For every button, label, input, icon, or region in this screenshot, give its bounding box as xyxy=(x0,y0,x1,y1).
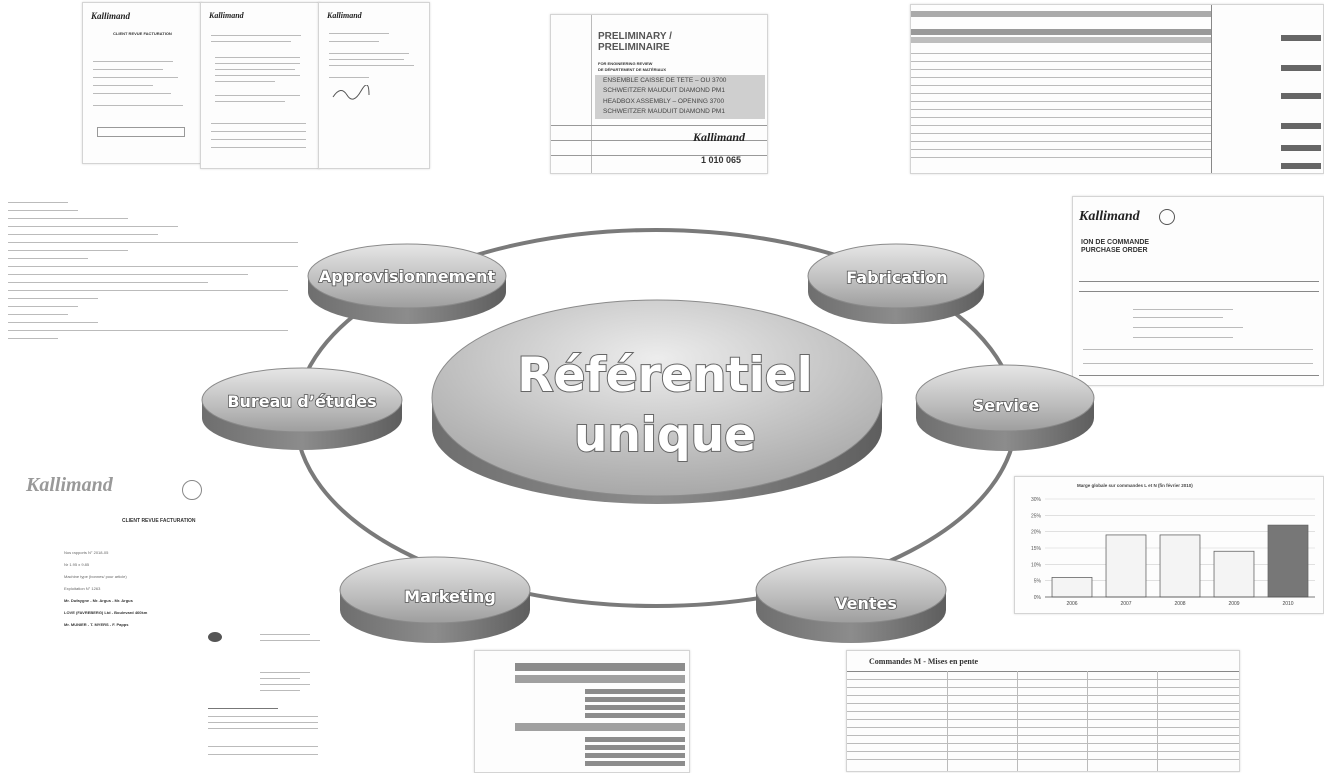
preliminary-subtitle: PRELIMINAIRE xyxy=(598,42,670,53)
brand-logo: Kallimand xyxy=(209,11,244,20)
chart-x-tick-label: 2007 xyxy=(1120,601,1131,607)
preliminary-drawing: PRELIMINARY / PRELIMINAIRE FOR ENGINEERI… xyxy=(550,14,768,174)
node-ventes[interactable]: Ventes xyxy=(755,556,947,643)
center-label-line2: unique xyxy=(574,408,756,463)
preliminary-title: PRELIMINARY / xyxy=(598,31,672,42)
drawing-number: 1 010 065 xyxy=(701,155,742,165)
chart-title: Marge globale sur commandes L et N (fin … xyxy=(1077,483,1193,488)
preliminary-materials: DE DÉPARTEMENT DE MATÉRIAUX xyxy=(598,67,667,72)
preliminary-row: ENSEMBLE CAISSE DE TETE – OU 3700 xyxy=(603,77,727,84)
preliminary-band xyxy=(595,75,765,119)
chart-bar xyxy=(1267,524,1309,598)
orders-table: Commandes M - Mises en pente xyxy=(846,650,1240,772)
letter-document-3: Kallimand xyxy=(318,2,430,169)
preliminary-row: SCHWEITZER MAUDUIT DIAMOND PM1 xyxy=(603,108,725,115)
invoice-field: LOVE (FAVREBERG) Ltd - Boulevard 460km xyxy=(64,610,148,615)
iso-seal-icon xyxy=(1159,209,1175,225)
po-title-en: PURCHASE ORDER xyxy=(1081,247,1148,254)
signature-mark xyxy=(332,85,370,100)
chart-y-tick-label: 10% xyxy=(1031,562,1042,568)
node-label-bureau-etudes: Bureau d’études xyxy=(227,392,376,411)
purchase-order: Kallimand ION DE COMMANDE PURCHASE ORDER xyxy=(1072,196,1324,386)
brand-logo: Kallimand xyxy=(1079,209,1140,224)
chart-y-tick-label: 30% xyxy=(1031,497,1042,503)
chart-y-tick-label: 25% xyxy=(1031,513,1042,519)
iso-seal-icon xyxy=(182,480,202,500)
bar-chart-plot: 30% 25% 20% 15% 10% 5% 0% 2006 2007 2008 2009 2010 xyxy=(1031,497,1315,607)
grey-form xyxy=(474,650,690,773)
node-bureau-etudes[interactable]: Bureau d’études xyxy=(201,367,403,450)
system-printout xyxy=(8,192,308,350)
letter-heading: CLIENT REVUE FACTURATION xyxy=(113,31,172,36)
invoice-field: Mr. Dufaygne - Mr. Argus - Mr. Argus xyxy=(64,598,133,603)
center-label-line1: Référentiel xyxy=(517,348,812,403)
node-label-approvisionnement: Approvisionnement xyxy=(319,267,496,286)
node-label-fabrication: Fabrication xyxy=(846,268,947,287)
chart-y-tick-label: 15% xyxy=(1031,546,1042,552)
chart-y-tick-label: 20% xyxy=(1031,530,1042,536)
chart-bar xyxy=(1159,534,1201,598)
chart-x-tick-label: 2006 xyxy=(1066,601,1077,607)
chart-bar xyxy=(1105,534,1147,598)
company-logo-icon xyxy=(208,632,222,642)
invoice-title: CLIENT REVUE FACTURATION xyxy=(122,518,196,524)
brand-logo: Kallimand xyxy=(693,130,746,144)
brand-logo: Kallimand xyxy=(26,474,113,496)
node-label-ventes: Ventes xyxy=(835,594,897,613)
invoice-field: Machine type (bonnes/ pour article) xyxy=(64,574,127,579)
memo-document xyxy=(200,620,336,770)
cost-spreadsheet xyxy=(910,4,1324,174)
chart-x-tick-label: 2008 xyxy=(1174,601,1185,607)
margin-bar-chart: Marge globale sur commandes L et N (fin … xyxy=(1014,476,1324,614)
letter-document-1: Kallimand CLIENT REVUE FACTURATION xyxy=(82,2,202,164)
node-marketing[interactable]: Marketing xyxy=(339,556,531,643)
node-label-service: Service xyxy=(973,396,1040,415)
node-fabrication[interactable]: Fabrication xyxy=(807,243,985,324)
letter-box xyxy=(97,127,185,137)
chart-x-tick-label: 2010 xyxy=(1282,601,1293,607)
table-title: Commandes M - Mises en pente xyxy=(869,657,979,666)
po-title-fr: ION DE COMMANDE xyxy=(1081,239,1150,246)
invoice-document: Kallimand CLIENT REVUE FACTURATION Nos r… xyxy=(22,472,218,630)
node-label-marketing: Marketing xyxy=(404,587,496,606)
preliminary-row: SCHWEITZER MAUDUIT DIAMOND PM1 xyxy=(603,87,725,94)
central-hub: Référentiel unique xyxy=(431,299,883,504)
chart-y-tick-label: 0% xyxy=(1034,595,1042,601)
preliminary-review: FOR ENGINEERING REVIEW xyxy=(598,61,653,66)
chart-y-tick-label: 5% xyxy=(1034,579,1042,585)
brand-logo: Kallimand xyxy=(327,11,362,20)
invoice-field: Exploitation N° 1263 xyxy=(64,586,101,591)
node-service[interactable]: Service xyxy=(915,364,1095,451)
letter-document-2: Kallimand xyxy=(200,2,320,169)
preliminary-row: HEADBOX ASSEMBLY – OPENING 3700 xyxy=(603,98,725,105)
invoice-field: Nr 1.95 x 9.85 xyxy=(64,562,90,567)
chart-x-tick-label: 2009 xyxy=(1228,601,1239,607)
chart-bar xyxy=(1213,550,1255,598)
node-approvisionnement[interactable]: Approvisionnement xyxy=(307,243,507,324)
brand-logo: Kallimand xyxy=(91,11,131,21)
invoice-field: Nos rapports N° 2018-05 xyxy=(64,550,109,555)
invoice-field: Mr. MUNIER - T. MYERS - F. Papps xyxy=(64,622,129,627)
